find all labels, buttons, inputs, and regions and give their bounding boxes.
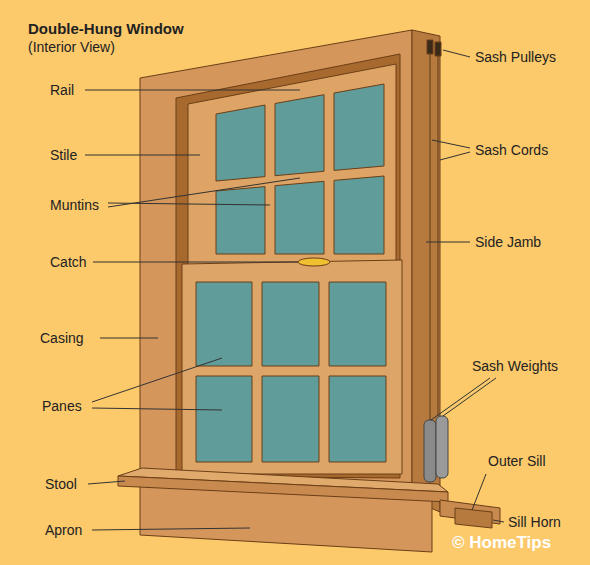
part-label: Outer Sill: [488, 453, 546, 470]
leader-line: [443, 50, 470, 57]
leader-line: [108, 178, 300, 207]
leader-line: [93, 262, 298, 263]
lower-panes: [196, 282, 386, 462]
sash-pulley: [435, 42, 441, 56]
stool-front: [118, 476, 448, 502]
pane: [334, 176, 384, 254]
leader-line: [85, 90, 300, 91]
part-label: Stile: [50, 147, 77, 164]
part-label: Sash Cords: [475, 142, 548, 159]
leader-line: [426, 242, 470, 243]
upper-sash: [188, 64, 396, 268]
part-label: Sash Pulleys: [475, 49, 556, 66]
sash-cord: [430, 54, 431, 420]
pane: [262, 376, 319, 462]
sash-pulley: [427, 40, 433, 54]
leader-line: [92, 408, 222, 410]
part-label: Apron: [45, 522, 82, 539]
part-label: Casing: [40, 330, 84, 347]
sash-weight: [424, 420, 436, 482]
part-label: Muntins: [50, 197, 99, 214]
pane: [196, 282, 252, 366]
part-label: Catch: [50, 254, 87, 271]
title: Double-Hung Window: [28, 20, 184, 37]
part-label: Sash Weights: [472, 358, 558, 375]
pane: [334, 84, 384, 170]
pane: [216, 105, 265, 181]
leader-line: [92, 358, 222, 402]
leader-line: [443, 378, 496, 416]
lower-sash: [182, 260, 402, 474]
sill-horn: [455, 508, 492, 528]
pane: [275, 181, 324, 254]
sash-weight: [436, 416, 448, 478]
part-label: Rail: [50, 82, 74, 99]
subtitle: (Interior View): [28, 39, 115, 56]
leader-line: [472, 474, 486, 510]
watermark: © HomeTips: [452, 533, 551, 553]
part-label: Stool: [45, 476, 77, 493]
leader-line: [432, 140, 470, 148]
pane: [196, 376, 252, 462]
sash-cord: [438, 56, 439, 416]
pane: [329, 376, 386, 462]
leader-line: [440, 152, 470, 160]
leader-line: [85, 155, 200, 156]
catch: [298, 258, 330, 266]
leader-line: [100, 338, 158, 339]
leader-line: [493, 520, 504, 522]
leader-lines: [85, 50, 504, 530]
pane: [262, 282, 319, 366]
part-label: Side Jamb: [475, 234, 541, 251]
leader-line: [88, 481, 125, 484]
leader-line: [92, 528, 250, 530]
part-label: Panes: [42, 398, 82, 415]
pane: [275, 95, 324, 176]
casing: [140, 30, 412, 500]
pane: [329, 282, 386, 366]
upper-panes: [216, 84, 384, 254]
leader-line: [431, 378, 490, 420]
part-label: Sill Horn: [508, 514, 561, 531]
pane: [216, 187, 265, 254]
